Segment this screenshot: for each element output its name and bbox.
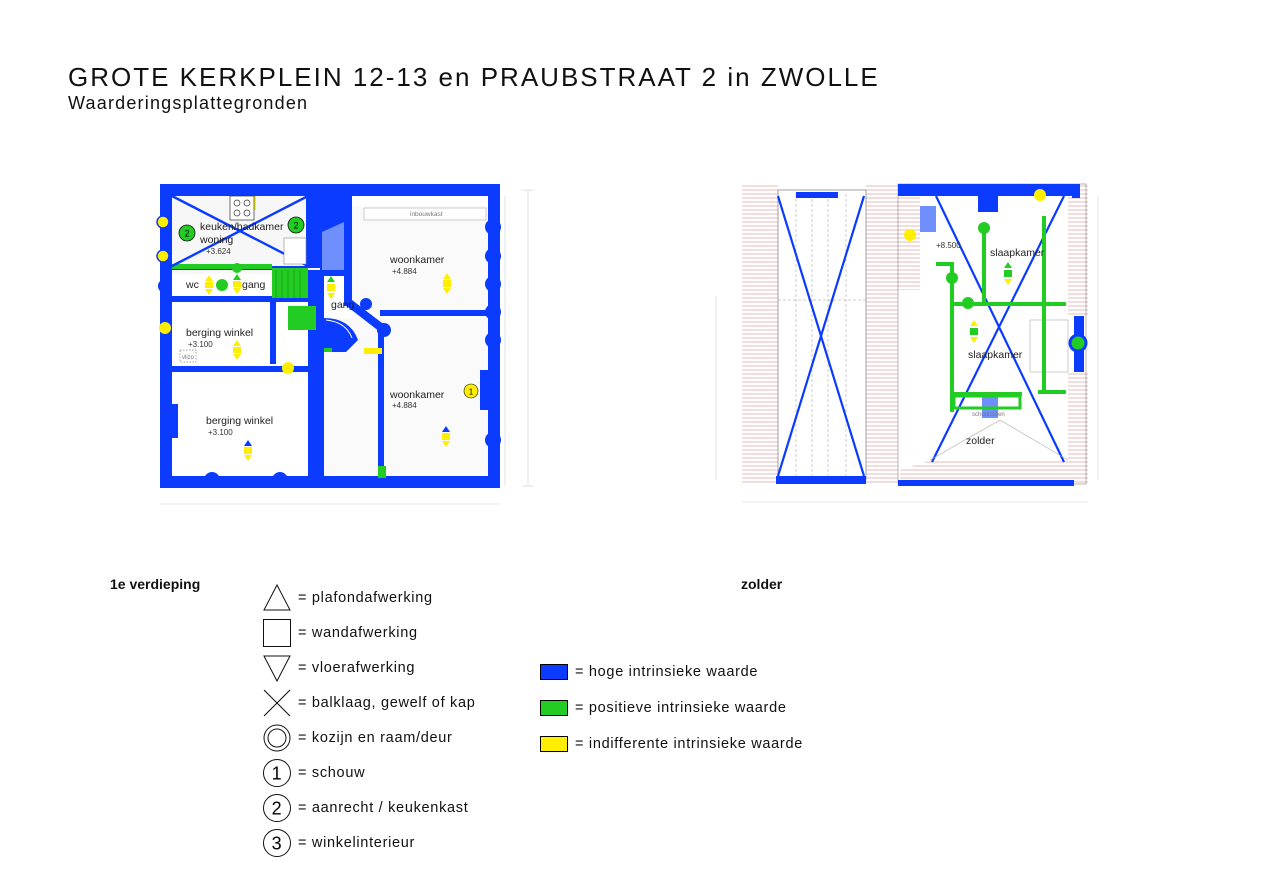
caption-zolder: zolder	[741, 576, 783, 592]
finish-marker-berging2	[244, 440, 252, 461]
room-label-zolder: zolder	[966, 435, 995, 447]
room-level-woonkamer1: +4.884	[392, 267, 417, 276]
legend-aanrecht: 2 = aanrecht / keukenkast	[262, 793, 468, 823]
finish-marker-berging1	[233, 340, 241, 360]
marker-aanrecht-b: 2	[293, 221, 298, 231]
square-icon	[263, 619, 291, 647]
room-label-wc: wc	[185, 279, 199, 291]
room-label-keuken: keuken/badkamer	[200, 221, 284, 233]
caption-1e-verdieping: 1e verdieping	[110, 576, 201, 592]
finish-marker-gang2	[327, 276, 335, 299]
room-label-woning: woning	[199, 234, 233, 246]
kozijnen-indifferent-value	[156, 215, 170, 263]
room-label-inbouwkast: inbouwkast	[410, 211, 443, 218]
balklaag-cross-zolder-rechts	[931, 195, 1065, 463]
legend-kozijn: = kozijn en raam/deur	[262, 723, 453, 753]
room-level-berging1: +3.100	[188, 340, 213, 349]
room-label-gang2: gang	[331, 299, 355, 311]
cross-icon	[263, 689, 291, 717]
svg-text:1: 1	[272, 764, 283, 784]
circle-1-icon: 1	[263, 759, 291, 787]
triangle-up-icon	[263, 583, 291, 611]
elements-positive-value	[172, 264, 386, 478]
room-label-woonkamer1: woonkamer	[389, 254, 445, 266]
room-label-slaapkamer1: slaapkamer	[990, 247, 1045, 259]
legend-hoge-waarde: = hoge intrinsieke waarde	[540, 662, 758, 682]
legend-vloerafwerking: = vloerafwerking	[262, 653, 415, 683]
circle-2-icon: 2	[263, 794, 291, 822]
label-schoorsteen: schoorsteen	[972, 412, 1005, 418]
legend-schouw: 1 = schouw	[262, 758, 365, 788]
swatch-green	[540, 700, 568, 716]
floor-plan-1e-verdieping: 2 2 1 keuken/badkamer woning +3.624 wc g…	[156, 184, 534, 505]
room-label-berging2: berging winkel	[206, 415, 273, 427]
svg-text:3: 3	[272, 834, 283, 854]
double-circle-icon	[263, 724, 291, 752]
room-label-gang1: gang	[242, 279, 266, 291]
kozijnen-high-value	[158, 219, 501, 488]
marker-aanrecht-a: 2	[184, 229, 189, 239]
page-title: GROTE KERKPLEIN 12-13 en PRAUBSTRAAT 2 i…	[68, 62, 880, 92]
walls-positive-value-zolder	[936, 216, 1066, 412]
room-label-woonkamer2: woonkamer	[389, 389, 445, 401]
circle-3-icon: 3	[263, 829, 291, 857]
finish-marker-slaapkamer1	[1004, 262, 1012, 285]
triangle-down-icon	[263, 655, 291, 683]
room-level-woonkamer2: +4.884	[392, 401, 417, 410]
legend-wandafwerking: = wandafwerking	[262, 618, 418, 648]
room-level-berging2: +3.100	[208, 428, 233, 437]
room-label-slaapkamer2: slaapkamer	[968, 349, 1023, 361]
kozijn-zolder	[1068, 333, 1088, 353]
marker-schouw: 1	[469, 388, 474, 397]
room-level-keuken: +3.624	[206, 247, 231, 256]
finish-marker-gang1	[233, 274, 241, 294]
legend-balklaag: = balklaag, gewelf of kap	[262, 688, 476, 718]
page-subtitle: Waarderingsplattegronden	[68, 93, 309, 113]
finish-marker-woonkamer2	[442, 426, 450, 447]
legend-plafondafwerking: = plafondafwerking	[262, 583, 433, 613]
room-level-zolder: +8.500	[936, 241, 961, 250]
room-label-vlizo: vlizo	[182, 355, 195, 361]
finish-marker-wc	[205, 275, 213, 295]
swatch-blue	[540, 664, 568, 680]
legend-positieve-waarde: = positieve intrinsieke waarde	[540, 698, 787, 718]
finish-marker-slaapkamer2	[970, 320, 978, 343]
finish-marker-woonkamer1	[443, 273, 451, 294]
balklaag-cross-zolder-links	[776, 195, 866, 477]
svg-text:2: 2	[272, 799, 283, 819]
legend-indifferente-waarde: = indifferente intrinsieke waarde	[540, 734, 803, 754]
legend-winkelinterieur: 3 = winkelinterieur	[262, 828, 415, 858]
swatch-yellow	[540, 736, 568, 752]
room-label-berging1: berging winkel	[186, 327, 253, 339]
